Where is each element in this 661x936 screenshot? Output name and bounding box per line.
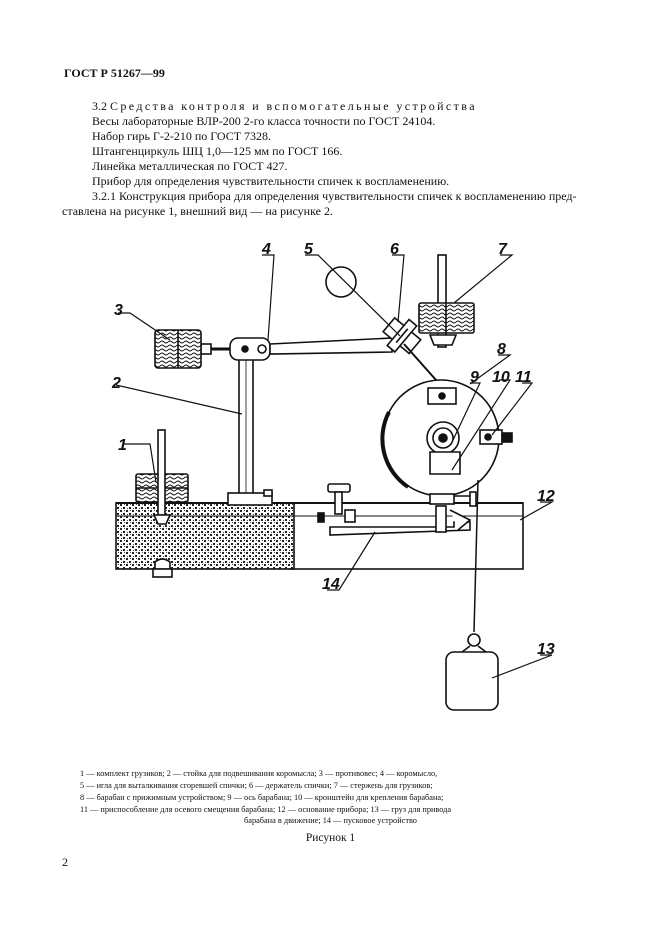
equipment-line-5: Прибор для определения чувствительности … xyxy=(92,174,450,188)
callout-5: 5 xyxy=(304,241,314,258)
callout-10: 10 xyxy=(492,369,510,386)
drive-load xyxy=(445,651,499,711)
equipment-line-4: Линейка металлическая по ГОСТ 427. xyxy=(92,159,288,173)
needle-pointer xyxy=(325,266,357,298)
caption-line-1: 1 — комплект грузиков; 2 — стойка для по… xyxy=(80,769,438,778)
callout-7: 7 xyxy=(498,241,508,258)
caption-line-5: барабана в движение; 14 — пусковое устро… xyxy=(244,816,417,825)
equipment-line-1: Весы лабораторные ВЛР-200 2-го класса то… xyxy=(92,114,436,128)
callout-2: 2 xyxy=(111,375,121,392)
callout-9: 9 xyxy=(470,369,479,386)
equipment-line-3: Штангенциркуль ШЦ 1,0—125 мм по ГОСТ 166… xyxy=(92,144,343,158)
base-body xyxy=(289,502,524,570)
device-drawing: 1 2 3 4 5 6 7 8 9 10 11 12 13 14 xyxy=(111,241,555,711)
subsection-line-1: 3.2.1 Конструкция прибора для определени… xyxy=(92,189,577,203)
callout-12: 12 xyxy=(537,488,555,505)
callout-11: 11 xyxy=(515,369,532,386)
starter xyxy=(329,521,471,536)
beam xyxy=(269,337,393,355)
page-number: 2 xyxy=(62,855,68,869)
callout-6: 6 xyxy=(390,241,399,258)
caption-line-4: 11 — приспособление для осевого смещения… xyxy=(80,805,452,814)
callout-14: 14 xyxy=(322,576,340,593)
base-hatched xyxy=(115,502,295,570)
drum-bracket xyxy=(429,451,461,475)
callout-4: 4 xyxy=(261,241,271,258)
section-title: Средства контроля и вспомогательные устр… xyxy=(110,99,477,113)
figure-title: Рисунок 1 xyxy=(305,832,356,844)
callout-1: 1 xyxy=(118,437,127,454)
callout-8: 8 xyxy=(497,341,506,358)
caption-line-2: 5 — игла для выталкивания сгоревшей спич… xyxy=(80,781,433,790)
equipment-line-2: Набор гирь Г-2-210 по ГОСТ 7328. xyxy=(92,129,272,143)
document-header: ГОСТ Р 51267—99 xyxy=(64,66,165,80)
section-heading: 3.2 Средства контроля и вспомогательные … xyxy=(92,99,477,114)
callout-13: 13 xyxy=(537,641,555,658)
caption-line-3: 8 — барабан с прижимным устройством; 9 —… xyxy=(80,793,444,802)
section-number: 3.2 xyxy=(92,99,107,113)
callout-3: 3 xyxy=(114,302,123,319)
subsection-line-2: ставлена на рисунке 1, внешний вид — на … xyxy=(62,204,333,218)
